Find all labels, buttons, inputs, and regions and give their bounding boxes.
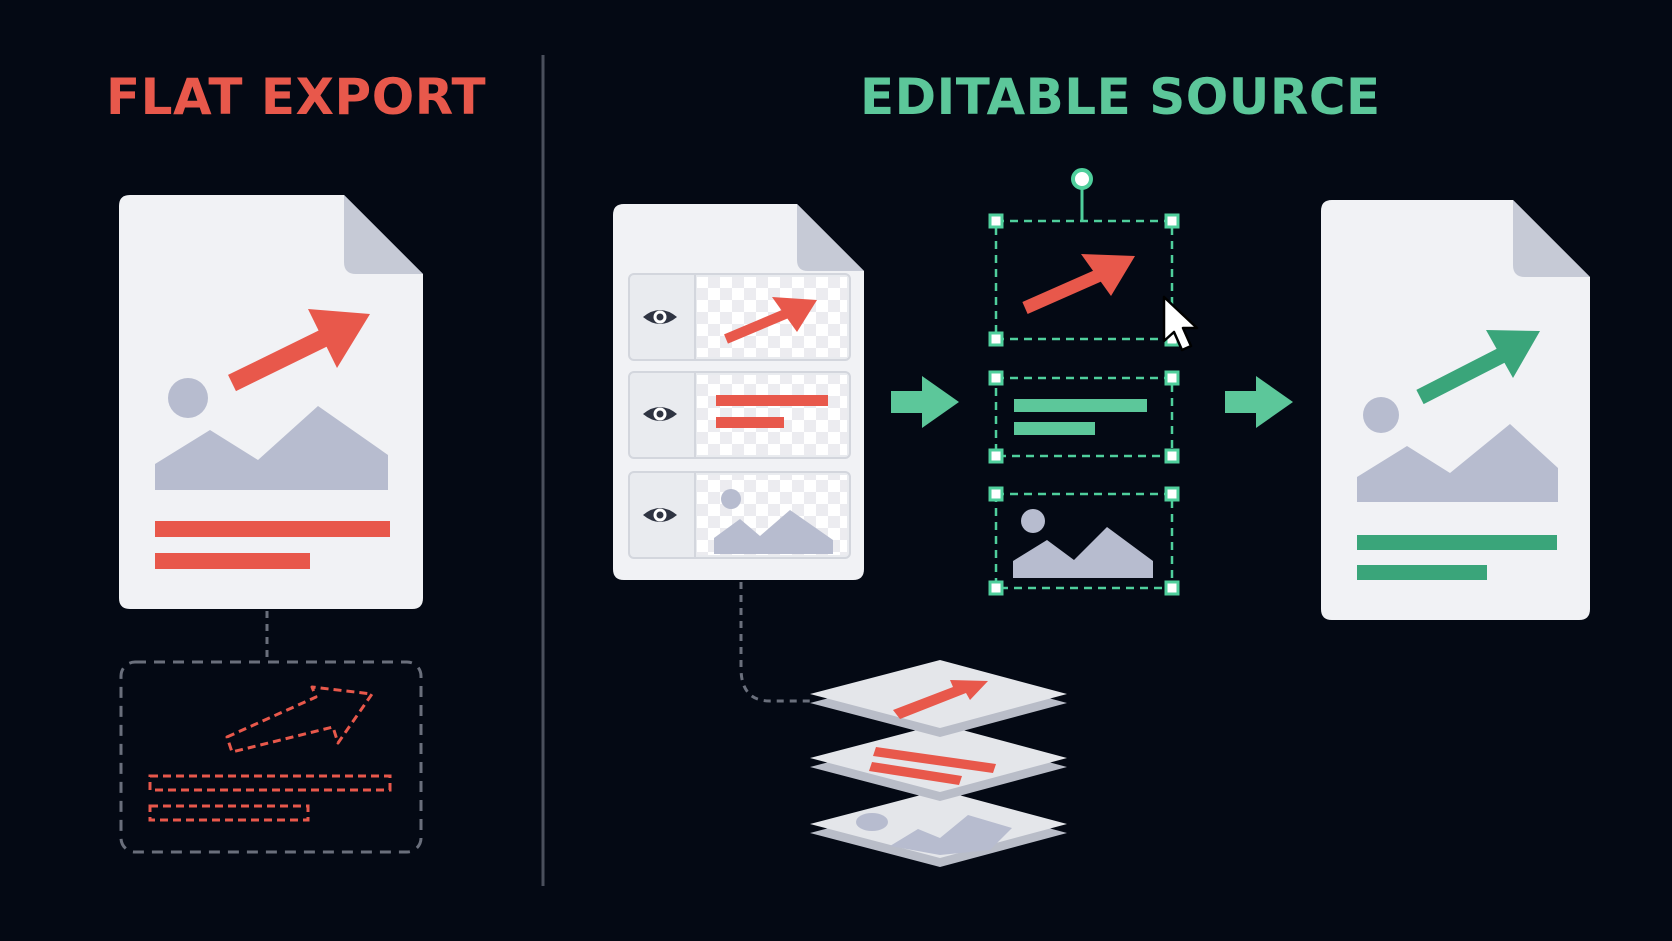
flattened-outline-box bbox=[119, 660, 423, 854]
text-line bbox=[1357, 535, 1557, 550]
page-fold bbox=[797, 204, 864, 271]
mouse-cursor-icon bbox=[1162, 295, 1199, 352]
layer-row-arrow[interactable] bbox=[628, 273, 851, 361]
editable-elements bbox=[988, 168, 1180, 596]
dashed-text-line bbox=[148, 804, 310, 822]
connector-line bbox=[739, 582, 812, 703]
text-line bbox=[155, 521, 390, 537]
arrow-graphic bbox=[1416, 330, 1540, 405]
selected-text-element[interactable] bbox=[988, 370, 1180, 464]
layer-row-text[interactable] bbox=[628, 371, 851, 459]
text-line bbox=[155, 553, 310, 569]
image-mountains bbox=[155, 406, 388, 490]
exploded-layer-stack bbox=[810, 660, 1067, 867]
editable-source-title: EDITABLE SOURCE bbox=[860, 68, 1381, 126]
flat-document bbox=[119, 195, 423, 609]
right-arrow-icon bbox=[1225, 376, 1293, 428]
rotate-handle[interactable] bbox=[1071, 168, 1093, 190]
flat-export-title: FLAT EXPORT bbox=[106, 68, 487, 126]
image-sun bbox=[168, 378, 208, 418]
selected-image-element[interactable] bbox=[988, 486, 1180, 596]
dashed-text-line bbox=[148, 774, 392, 792]
selected-arrow-element[interactable] bbox=[988, 168, 1180, 347]
page-fold bbox=[344, 195, 423, 274]
layered-source-document bbox=[613, 204, 864, 580]
text-line bbox=[1357, 565, 1487, 580]
stack-layer-image bbox=[810, 790, 1067, 867]
layer-row-image[interactable] bbox=[628, 471, 851, 559]
stack-layer-arrow bbox=[810, 660, 1067, 737]
page-fold bbox=[1513, 200, 1590, 277]
image-sun bbox=[1363, 397, 1399, 433]
dashed-arrow-outline bbox=[225, 685, 374, 754]
output-document bbox=[1321, 200, 1590, 620]
stack-layer-text bbox=[810, 724, 1067, 801]
image-mountains bbox=[1357, 424, 1558, 502]
arrow-graphic bbox=[228, 309, 370, 392]
right-arrow-icon bbox=[891, 376, 959, 428]
